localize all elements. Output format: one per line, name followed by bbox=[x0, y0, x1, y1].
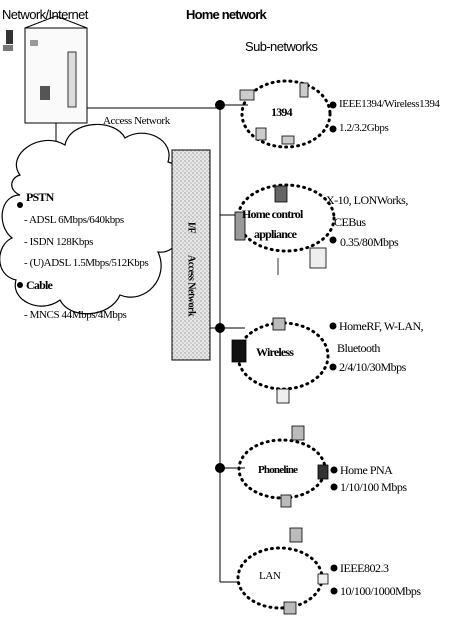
home-network-heading: Home network bbox=[186, 7, 267, 22]
subnet-1394-spec1: IEEE1394/Wireless1394 bbox=[339, 98, 440, 110]
subnet-homecontrol-spec2: 0.35/80Mbps bbox=[340, 235, 399, 249]
pstn-label: PSTN bbox=[26, 190, 54, 204]
access-network-label: Access Network bbox=[103, 115, 170, 127]
device-icon bbox=[280, 494, 292, 508]
mobile-phone-icon bbox=[231, 339, 247, 363]
device-icon bbox=[281, 135, 295, 145]
pc-icon bbox=[255, 127, 267, 141]
subnet-phoneline-spec1: Home PNA bbox=[340, 463, 393, 477]
subnet-1394-ring bbox=[240, 79, 332, 149]
device-icon bbox=[272, 317, 286, 331]
access-network-box bbox=[171, 149, 211, 361]
sub-networks-heading: Sub-networks bbox=[245, 39, 318, 54]
subnet-homecontrol-label1: Home control bbox=[242, 207, 303, 221]
fridge-icon bbox=[234, 211, 246, 241]
subnet-1394-spec2: 1.2/3.2Gbps bbox=[339, 122, 389, 134]
printer-icon bbox=[317, 573, 329, 585]
subnet-lan-spec1: IEEE802.3 bbox=[340, 561, 389, 575]
subnet-wireless-spec1b: Bluetooth bbox=[337, 341, 380, 355]
pda-icon bbox=[276, 388, 290, 404]
server-building-icon bbox=[24, 15, 88, 124]
access-network-vertical-label: Access Network bbox=[185, 254, 197, 317]
computer-icon bbox=[289, 527, 303, 543]
isdn-label: - ISDN 128Kbps bbox=[24, 236, 93, 248]
subnet-phoneline-spec2: 1/10/100 Mbps bbox=[340, 480, 407, 494]
handset-icon bbox=[317, 464, 329, 480]
adsl-label: - ADSL 6Mbps/640kbps bbox=[24, 214, 124, 226]
camera-icon bbox=[239, 89, 255, 101]
subnet-lan-label: LAN bbox=[259, 570, 281, 582]
subnet-1394-label: 1394 bbox=[271, 105, 293, 119]
satellite-dish-icon bbox=[3, 30, 13, 51]
device-icon bbox=[283, 601, 297, 615]
subnet-homecontrol-spec1b: CEBus bbox=[334, 215, 366, 229]
subnet-wireless-spec1: HomeRF, W-LAN, bbox=[339, 319, 424, 333]
subnet-homecontrol-spec1: X-10, LONWorks, bbox=[326, 193, 408, 207]
appliance-icon bbox=[309, 247, 327, 269]
mcns-label: - MNCS 44Mbps/4Mbps bbox=[24, 309, 127, 321]
subnet-phoneline-label: Phoneline bbox=[258, 464, 298, 476]
network-internet-heading: Network/Internet bbox=[2, 7, 88, 22]
subnet-homecontrol-label2: appliance bbox=[254, 227, 297, 241]
phone-icon bbox=[274, 185, 288, 203]
cable-label: Cable bbox=[26, 278, 53, 292]
uadsl-label: - (U)ADSL 1.5Mbps/512Kbps bbox=[24, 257, 149, 269]
subnet-lan-spec2: 10/100/1000Mbps bbox=[340, 584, 421, 598]
subnet-wireless-spec2: 2/4/10/30Mbps bbox=[339, 360, 406, 374]
subnet-wireless-label: Wireless bbox=[256, 345, 294, 359]
internet-cloud bbox=[0, 124, 188, 315]
device-icon bbox=[299, 82, 309, 98]
telephone-icon bbox=[291, 425, 305, 441]
interface-label: I/F bbox=[185, 221, 197, 234]
